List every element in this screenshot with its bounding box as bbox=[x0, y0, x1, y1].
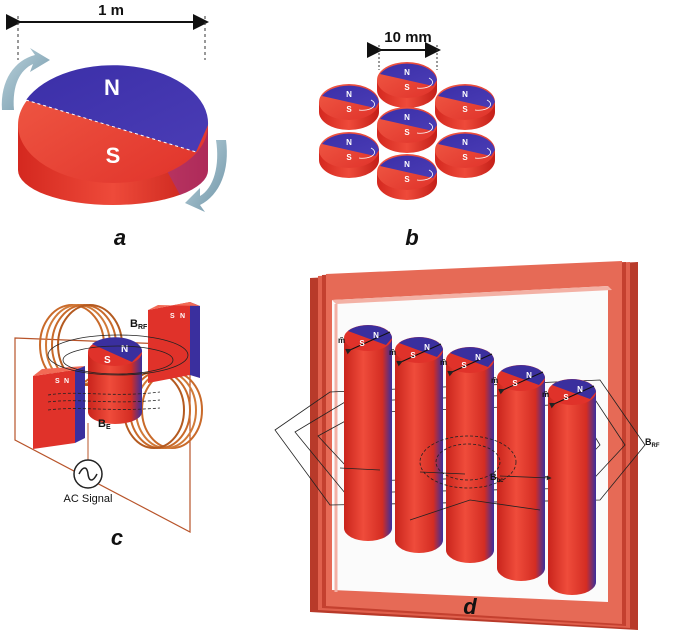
magnet-column: NSm̃ bbox=[542, 379, 596, 595]
field-bc-label-d: Bbc bbox=[490, 472, 504, 484]
magnet-column: NSm̃ bbox=[440, 347, 494, 563]
panel-label-d: d bbox=[463, 594, 477, 619]
column-north: N bbox=[577, 385, 583, 394]
central-south: S bbox=[104, 355, 111, 366]
disk-north: N bbox=[346, 138, 352, 147]
south-label-a: S bbox=[106, 143, 121, 168]
field-lines-d-front bbox=[339, 435, 550, 521]
north-label-a: N bbox=[104, 75, 120, 100]
disk-south: S bbox=[462, 105, 468, 114]
pole-block-front: S N bbox=[33, 366, 85, 449]
dimension-b-label: 10 mm bbox=[384, 29, 432, 46]
panel-label-a: a bbox=[114, 225, 126, 250]
column-north: N bbox=[424, 343, 430, 352]
disk-south: S bbox=[404, 83, 410, 92]
central-magnet: N S bbox=[88, 337, 143, 424]
moment-label: m̃ bbox=[389, 348, 396, 357]
block-back-north: N bbox=[180, 313, 185, 320]
small-magnet-disk: NS bbox=[435, 132, 495, 178]
block-back-south: S bbox=[170, 313, 175, 320]
dimension-b: 10 mm bbox=[367, 29, 441, 70]
small-magnet-disk: NS bbox=[377, 154, 437, 200]
disk-north: N bbox=[462, 90, 468, 99]
magnet-column: NSm̃ bbox=[338, 325, 392, 541]
small-magnet-disk: NS bbox=[435, 84, 495, 130]
central-north: N bbox=[121, 344, 128, 355]
column-south: S bbox=[563, 393, 569, 402]
disk-north: N bbox=[404, 113, 410, 122]
field-e-label-c: BE bbox=[98, 418, 111, 431]
block-front-south: S bbox=[55, 378, 60, 385]
magnet-disk-top: N S bbox=[18, 65, 209, 183]
column-north: N bbox=[475, 353, 481, 362]
ac-signal-label: AC Signal bbox=[64, 493, 113, 505]
disk-south: S bbox=[346, 105, 352, 114]
column-north: N bbox=[373, 331, 379, 340]
rotation-arrow-left-icon bbox=[1, 48, 51, 110]
disk-north: N bbox=[404, 160, 410, 169]
rotation-arrow-right-icon bbox=[185, 140, 227, 212]
dimension-a-label: 1 m bbox=[98, 2, 124, 19]
column-north: N bbox=[526, 371, 532, 380]
field-lines-c bbox=[47, 334, 189, 411]
moment-label: m̃ bbox=[338, 336, 345, 345]
field-rf-label-c: BRF bbox=[130, 318, 148, 331]
field-rf-label-d: BRF bbox=[645, 437, 660, 449]
panel-c: N S N S S N BRF BE bbox=[14, 302, 203, 550]
column-south: S bbox=[512, 379, 518, 388]
magnet-columns: NSm̃NSm̃NSm̃NSm̃NSm̃ bbox=[338, 325, 596, 595]
column-south: S bbox=[410, 351, 416, 360]
panel-d: NSm̃NSm̃NSm̃NSm̃NSm̃ BRF Bbc d bbox=[274, 261, 660, 630]
disk-south: S bbox=[404, 175, 410, 184]
ac-source: AC Signal bbox=[64, 423, 113, 505]
panel-label-b: b bbox=[405, 225, 418, 250]
disk-north: N bbox=[462, 138, 468, 147]
magnet-column: NSm̃ bbox=[389, 337, 443, 553]
small-magnet-disk: NS bbox=[377, 62, 437, 108]
dimension-a: 1 m bbox=[6, 2, 209, 60]
pole-block-back: N S bbox=[148, 302, 200, 383]
disk-north: N bbox=[346, 90, 352, 99]
moment-label: m̃ bbox=[491, 376, 498, 385]
disk-south: S bbox=[404, 128, 410, 137]
block-front-north: N bbox=[64, 378, 69, 385]
magnet-column: NSm̃ bbox=[491, 365, 545, 581]
column-south: S bbox=[359, 339, 365, 348]
disk-north: N bbox=[404, 68, 410, 77]
moment-label: m̃ bbox=[440, 358, 447, 367]
disk-south: S bbox=[462, 153, 468, 162]
moment-label: m̃ bbox=[542, 390, 549, 399]
column-south: S bbox=[461, 361, 467, 370]
disk-south: S bbox=[346, 153, 352, 162]
small-magnet-disk: NS bbox=[377, 107, 437, 153]
panel-a: 1 m N S a bbox=[1, 2, 227, 250]
small-magnet-disk: NS bbox=[319, 132, 379, 178]
small-magnet-disk: NS bbox=[319, 84, 379, 130]
panel-label-c: c bbox=[111, 525, 123, 550]
